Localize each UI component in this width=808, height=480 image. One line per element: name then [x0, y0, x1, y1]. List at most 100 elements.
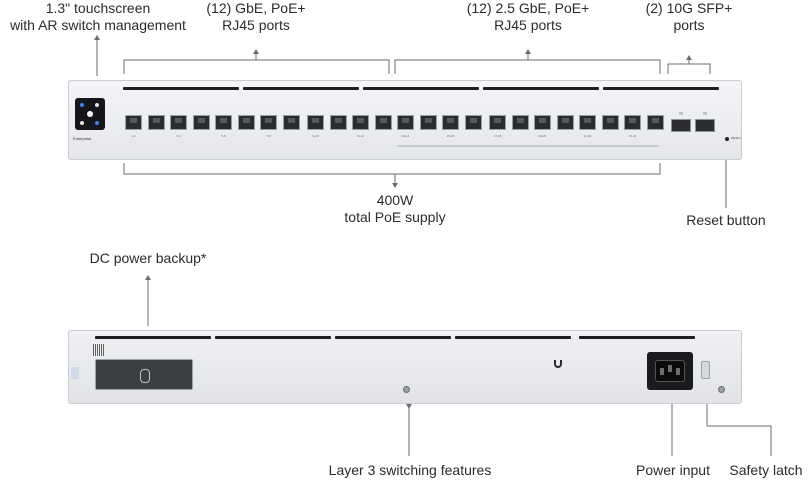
rj45-port[interactable]	[147, 115, 165, 130]
rj45-port[interactable]	[125, 115, 142, 130]
screen-center-icon	[87, 111, 93, 117]
port-number-label: 17-18	[493, 134, 502, 138]
front-vent	[243, 87, 359, 90]
rear-vent	[335, 336, 451, 339]
dc-power-backup-port[interactable]	[95, 359, 193, 390]
ground-screw	[403, 386, 410, 393]
screen-icon	[80, 103, 84, 107]
rj45-port[interactable]	[511, 115, 529, 130]
socket-pin	[660, 368, 664, 375]
reset-label: RESET	[731, 136, 742, 140]
iec-socket-icon	[655, 360, 685, 382]
rj45-port[interactable]	[489, 115, 506, 130]
rj45-port[interactable]	[464, 115, 482, 130]
port-number-label: 13-14	[401, 134, 410, 138]
gbe-ports-callout-line1: (12) GbE, PoE+	[206, 0, 306, 16]
gbe25-bracket	[394, 52, 661, 74]
poe-bracket	[123, 163, 661, 185]
touchscreen-callout: 1.3" touchscreen with AR switch manageme…	[0, 0, 196, 34]
port-number-label: 9-10	[312, 134, 319, 138]
poe-supply-callout: 400W total PoE supply	[320, 192, 470, 226]
rj45-port[interactable]	[442, 115, 459, 130]
rj45-port[interactable]	[307, 115, 324, 130]
port-number-label: 15-16	[446, 134, 455, 138]
rj45-port[interactable]	[374, 115, 392, 130]
sfp-port-1[interactable]	[671, 119, 691, 132]
port-number-label: 23-24	[628, 134, 637, 138]
power-input-callout: Power input	[636, 462, 710, 478]
sfp-port-2[interactable]	[695, 119, 715, 132]
port-number-label: 21-22	[583, 134, 592, 138]
touchscreen-callout-line2: with AR switch management	[10, 17, 186, 33]
qr-code	[93, 344, 105, 356]
power-input-socket[interactable]	[647, 352, 693, 390]
poe-supply-callout-line2: total PoE supply	[344, 209, 446, 225]
rj45-port[interactable]	[397, 115, 414, 130]
rj45-port[interactable]	[192, 115, 210, 130]
dc-backup-callout: DC power backup*	[89, 250, 207, 266]
port-number-label: 11-12	[356, 134, 365, 138]
ubiquiti-logo-icon	[554, 360, 562, 368]
port-number-label: 3-4	[176, 134, 181, 138]
gbe25-ports-callout-line2: RJ45 ports	[494, 17, 562, 33]
port-number-label: 5-6	[221, 134, 226, 138]
rj45-port[interactable]	[260, 115, 277, 130]
dc-cover-knob	[140, 369, 150, 383]
rj45-port[interactable]	[215, 115, 232, 130]
safety-latch-callout: Safety latch	[729, 462, 803, 478]
switch-front-panel: Enterprise RESET 1-2 3-4 5-6 7-8 9-10 11-12 13…	[68, 80, 742, 160]
gbe-bracket	[123, 52, 390, 74]
rj45-port[interactable]	[556, 115, 574, 130]
gbe25-ports-callout-line1: (12) 2.5 GbE, PoE+	[466, 0, 590, 16]
brand-mark: Enterprise	[73, 136, 92, 141]
rj45-port[interactable]	[282, 115, 300, 130]
poe-supply-callout-line1: 400W	[376, 192, 414, 208]
reset-callout: Reset button	[686, 212, 766, 228]
safety-latch[interactable]	[701, 361, 710, 379]
latch-callout-line	[706, 400, 772, 456]
socket-pin	[668, 365, 672, 372]
rj45-port[interactable]	[170, 115, 187, 130]
ground-screw	[718, 386, 725, 393]
rj45-port[interactable]	[419, 115, 437, 130]
ground-badge	[71, 367, 79, 379]
socket-pin	[676, 368, 680, 375]
gbe-ports-callout-line2: RJ45 ports	[222, 17, 290, 33]
sfp-led	[679, 112, 683, 115]
rear-vent	[95, 336, 211, 339]
rj45-port[interactable]	[534, 115, 551, 130]
switch-rear-panel	[68, 330, 742, 404]
gbe-ports-callout: (12) GbE, PoE+ RJ45 ports	[196, 0, 316, 34]
rear-vent	[215, 336, 331, 339]
sfp-ports-callout-line1: (2) 10G SFP+	[645, 0, 733, 16]
rj45-port[interactable]	[579, 115, 596, 130]
rj45-port[interactable]	[329, 115, 347, 130]
rj45-port[interactable]	[624, 115, 641, 130]
rj45-port[interactable]	[352, 115, 369, 130]
port-underbar	[397, 145, 659, 147]
front-vent	[483, 87, 599, 90]
sfp-led	[703, 112, 707, 115]
rj45-port[interactable]	[237, 115, 255, 130]
touchscreen-display[interactable]	[75, 98, 105, 130]
sfp-bracket	[667, 58, 711, 74]
layer3-callout: Layer 3 switching features	[328, 462, 492, 478]
front-vent	[363, 87, 479, 90]
rj45-port[interactable]	[601, 115, 619, 130]
rear-vent	[455, 336, 571, 339]
sfp-ports-callout: (2) 10G SFP+ ports	[636, 0, 742, 34]
port-number-label: 19-20	[538, 134, 547, 138]
rj45-port[interactable]	[646, 115, 664, 130]
reset-button[interactable]	[725, 137, 729, 141]
gbe25-ports-callout: (12) 2.5 GbE, PoE+ RJ45 ports	[458, 0, 598, 34]
port-number-label: 7-8	[266, 134, 271, 138]
sfp-ports-callout-line2: ports	[673, 17, 705, 33]
port-number-label: 1-2	[131, 134, 136, 138]
front-vent	[603, 87, 719, 90]
screen-icon	[95, 103, 99, 107]
front-vent	[123, 87, 239, 90]
screen-icon	[95, 121, 99, 125]
touchscreen-callout-line1: 1.3" touchscreen	[45, 0, 151, 16]
rear-vent	[579, 336, 695, 339]
screen-icon	[80, 121, 84, 125]
